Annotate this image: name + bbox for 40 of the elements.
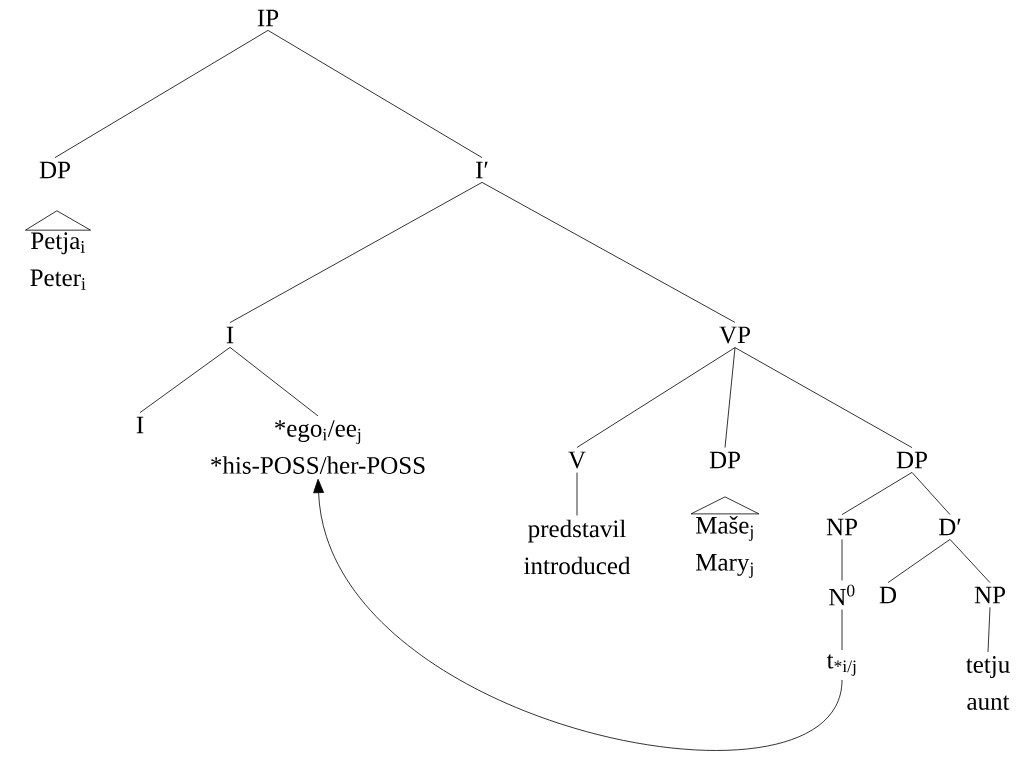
branch-line: [724, 347, 736, 448]
word-text: Maše$_{j}$ Mary$_{j}$: [695, 516, 753, 578]
branch-line: [841, 609, 843, 651]
branch-line: [576, 472, 578, 516]
category-label: NP: [826, 518, 857, 536]
movement-arrow: [313, 478, 843, 751]
branch-line: [576, 347, 736, 448]
word-text: predstavil introduced: [524, 519, 631, 575]
category-label: DP: [896, 451, 927, 469]
category-label: D: [879, 586, 897, 604]
branch-line: [987, 607, 991, 653]
category-label: I: [136, 416, 144, 434]
triangle-roof: [690, 496, 760, 515]
branch-line: [841, 539, 843, 581]
word-text: Petja$_{i}$ Peter$_{i}$: [30, 232, 86, 290]
category-label: t$_{*i/j}$: [826, 654, 856, 676]
word-text: *ego$_{i}$/ee$_{j}$ *his-POSS/her-POSS: [211, 420, 425, 474]
category-label: V: [568, 451, 586, 469]
category-label: NP: [974, 586, 1005, 604]
branch-line: [481, 182, 736, 323]
category-label: DP: [39, 161, 70, 179]
category-label: VP: [719, 326, 750, 344]
category-label: D′: [938, 518, 961, 536]
branch-line: [54, 30, 269, 158]
branch-line: [887, 539, 951, 583]
category-label: DP: [709, 451, 740, 469]
branch-line: [949, 539, 991, 583]
branch-line: [229, 182, 483, 323]
branch-line: [139, 347, 231, 413]
category-label: N$^{0}$: [829, 584, 855, 606]
branch-line: [229, 347, 319, 417]
branch-line: [734, 347, 913, 448]
category-label: I: [226, 326, 234, 344]
branch-line: [267, 30, 483, 158]
branch-line: [911, 472, 951, 515]
word-text: tetju aunt: [966, 656, 1010, 710]
branch-line: [841, 472, 913, 515]
category-label: IP: [257, 9, 279, 27]
triangle-roof: [25, 210, 91, 231]
category-label: I′: [476, 161, 488, 179]
